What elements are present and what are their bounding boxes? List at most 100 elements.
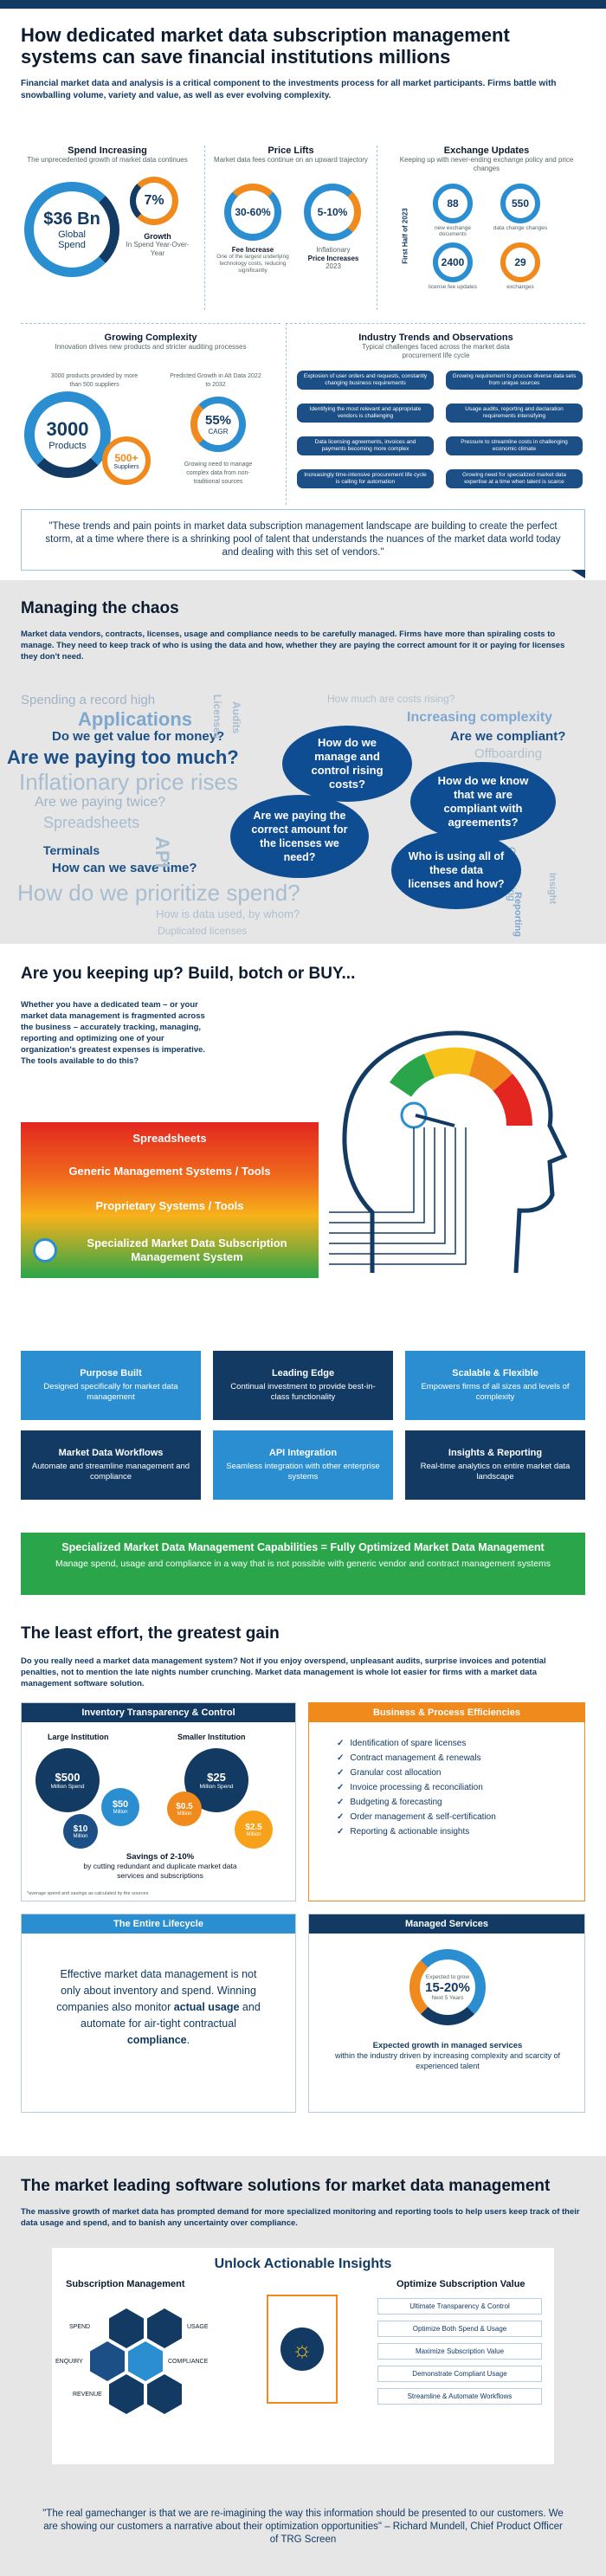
hex-compliance: [128, 2341, 163, 2381]
chaos-word-11: How is data used, by whom?: [156, 907, 300, 920]
large-main-sub: Million Spend: [50, 1784, 85, 1790]
spend-title: Spend Increasing: [68, 145, 147, 156]
efficiencies-list: Identification of spare licensesContract…: [309, 1722, 584, 1839]
sv-item-4: Demonstrate Compliant Usage: [377, 2366, 542, 2382]
cagr-ring: 55% CAGR: [190, 397, 246, 452]
hex-label-enquiry: ENQUIRY: [55, 2359, 83, 2365]
inventory-panel: Inventory Transparency & Control Large I…: [21, 1702, 296, 1901]
growth-sub: In Spend Year-Over-Year: [126, 241, 190, 257]
small-a-circle: $0.5 Million: [167, 1792, 202, 1826]
ms-caption: Expected growth in managed services: [372, 2041, 523, 2050]
feature-desc: Automate and streamline management and c…: [31, 1462, 190, 1482]
chaos-word-18: Reporting: [513, 892, 523, 937]
cagr-note: Growing need to manage complex data from…: [184, 462, 253, 485]
hex-revenue: [109, 2374, 144, 2414]
complexity-title: Growing Complexity: [104, 332, 197, 343]
large-b-value: $10: [73, 1824, 88, 1834]
least-title: The least effort, the greatest gain: [21, 1624, 280, 1643]
trend-pill-4: Usage audits, reporting and declaration …: [446, 404, 583, 423]
sv-item-1: Ultimate Transparency & Control: [377, 2298, 542, 2315]
chaos-word-19: Insight: [547, 873, 558, 905]
exchange-label: data change changes: [493, 225, 548, 231]
efficiency-item: Order management & self-certification: [337, 1810, 584, 1824]
leading-lead: The massive growth of market data has pr…: [21, 2207, 580, 2228]
complexity-right-note: Predicted Growth in Alt Data 2022 to 203…: [170, 373, 261, 388]
small-b-value: $2.5: [245, 1822, 262, 1832]
page-title: How dedicated market data subscription m…: [21, 24, 510, 68]
global-spend-ring: $36 Bn Global Spend: [24, 182, 119, 277]
hex-label-revenue: REVENUE: [73, 2392, 102, 2398]
feature-title: API Integration: [268, 1448, 338, 1458]
chaos-word-10: How do we prioritize spend?: [17, 880, 300, 906]
stack-specialized: Specialized Market Data Subscription Man…: [87, 1236, 287, 1263]
small-b-circle: $2.5 Million: [235, 1811, 273, 1849]
spend-value: $36 Bn: [43, 209, 100, 229]
fee-increase-value: 30-60%: [235, 206, 271, 218]
products-ring: 3000 Products: [24, 391, 111, 478]
banner-title: Specialized Market Data Management Capab…: [61, 1541, 545, 1553]
large-a-circle: $50 Million: [101, 1788, 139, 1826]
lightbulb-icon: ☼: [280, 2327, 324, 2371]
feature-title: Leading Edge: [271, 1368, 335, 1378]
efficiencies-title: Business & Process Efficiencies: [309, 1703, 584, 1722]
insights-title: Unlock Actionable Insights: [214, 2256, 392, 2271]
price-sub: Market data fees continue on an upward t…: [214, 156, 368, 164]
cagr-label: CAGR: [208, 428, 229, 436]
fee-increase-label: Fee Increase: [231, 246, 274, 254]
chaos-word-9: How can we save time?: [52, 861, 197, 875]
chaos-word-22: API: [152, 836, 173, 868]
spend-v2: Spend: [58, 239, 86, 250]
exchange-value: 88: [447, 197, 459, 210]
gauge-needle: [415, 1114, 455, 1127]
large-main-value: $500: [55, 1771, 81, 1784]
hex-spend: [109, 2308, 144, 2348]
exchange-ring-1: 88: [433, 184, 473, 223]
gauge-hub-icon: [400, 1101, 428, 1129]
exchange-ring-2: 550: [500, 184, 540, 223]
feature-desc: Seamless integration with other enterpri…: [226, 1462, 380, 1482]
chaos-word-14: Increasing complexity: [407, 710, 553, 725]
capabilities-banner: Specialized Market Data Management Capab…: [21, 1533, 585, 1595]
trends-panel: Industry Trends and Observations Typical…: [286, 323, 585, 505]
stack-proprietary: Proprietary Systems / Tools: [95, 1198, 244, 1212]
cube-logo-icon: [33, 1238, 57, 1262]
spend-sub: The unprecedented growth of market data …: [27, 156, 188, 164]
lifecycle-text-a: Effective market data management is not …: [56, 1968, 257, 2013]
lifecycle-title: The Entire Lifecycle: [22, 1914, 295, 1934]
growth-label: Growth: [144, 232, 171, 241]
savings-title: Savings of 2-10%: [126, 1852, 195, 1862]
stack-generic: Generic Management Systems / Tools: [68, 1164, 271, 1178]
quote-1-corner: [571, 570, 585, 578]
large-main-circle: $500 Million Spend: [35, 1748, 100, 1812]
stack-spreadsheets: Spreadsheets: [132, 1131, 207, 1145]
small-main-sub: Million Spend: [199, 1784, 234, 1790]
suppliers-value: 500+: [114, 451, 139, 464]
inflation-ring: 5-10%: [304, 184, 361, 241]
managed-services-panel: Managed Services Expected to grow 15-20%…: [308, 1914, 585, 2113]
cagr-value: 55%: [204, 413, 232, 428]
trends-sub: Typical challenges faced across the mark…: [362, 343, 510, 359]
build-title: Are you keeping up? Build, botch or BUY.…: [21, 965, 356, 983]
small-main-value: $25: [207, 1771, 226, 1784]
chaos-word-2: Applications: [78, 708, 193, 730]
insights-box: Unlock Actionable Insights Subscription …: [52, 2248, 554, 2464]
efficiency-item: Invoice processing & reconciliation: [337, 1780, 584, 1795]
question-cloud-3: Are we paying the correct amount for the…: [230, 795, 369, 878]
large-a-value: $50: [112, 1799, 129, 1810]
chaos-word-6: Are we paying twice?: [35, 795, 166, 810]
chaos-word-8: Terminals: [43, 843, 100, 857]
chaos-word-5: Inflationary price rises: [19, 769, 238, 795]
exchange-title: Exchange Updates: [443, 145, 530, 156]
chaos-lead: Market data vendors, contracts, licenses…: [21, 629, 565, 662]
ms-title: Managed Services: [309, 1914, 584, 1934]
trend-pill-6: Pressure to streamline costs in challeng…: [446, 436, 583, 455]
sm-title: Subscription Management: [66, 2279, 185, 2289]
hex-label-compliance: COMPLIANCE: [168, 2359, 209, 2365]
feature-desc: Real-time analytics on entire market dat…: [420, 1462, 571, 1482]
feature-title: Market Data Workflows: [58, 1448, 164, 1458]
chaos-word-13: How much are costs rising?: [327, 693, 455, 705]
